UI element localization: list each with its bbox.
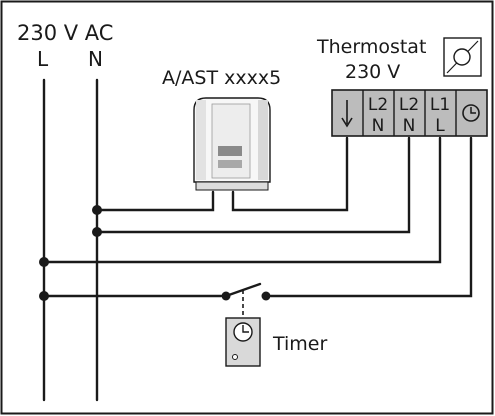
actuator-device	[193, 97, 271, 191]
thermostat-icon	[443, 37, 482, 77]
thermostat-title-label: Thermostat	[316, 36, 426, 58]
timer-to-thermostat-wire	[269, 136, 473, 298]
neutral-label: N	[88, 47, 103, 71]
down-arrow-icon	[341, 100, 353, 128]
actuator-model-label: A/AST xxxx5	[162, 67, 281, 89]
terminal-4-top-label: L1	[430, 95, 450, 115]
clock-icon	[462, 104, 480, 122]
timer-label: Timer	[272, 333, 327, 355]
timer-device	[225, 317, 261, 367]
actuator-wire-1	[95, 190, 215, 212]
supply-voltage-label: 230 V AC	[17, 21, 113, 45]
live-label: L	[37, 47, 49, 71]
actuator-wire-2	[231, 136, 349, 212]
switch-contact	[261, 291, 271, 301]
terminal-2-bottom-label: N	[372, 116, 385, 136]
neutral-to-thermostat-wire	[95, 136, 411, 234]
terminal-3-top-label: L2	[399, 95, 419, 115]
live-to-thermostat-wire	[42, 136, 442, 264]
terminal-3-bottom-label: N	[403, 116, 416, 136]
terminal-4-bottom-label: L	[435, 116, 445, 136]
thermostat-terminal-block	[331, 89, 488, 137]
terminal-2-top-label: L2	[368, 95, 388, 115]
thermostat-voltage-label: 230 V	[345, 61, 400, 83]
